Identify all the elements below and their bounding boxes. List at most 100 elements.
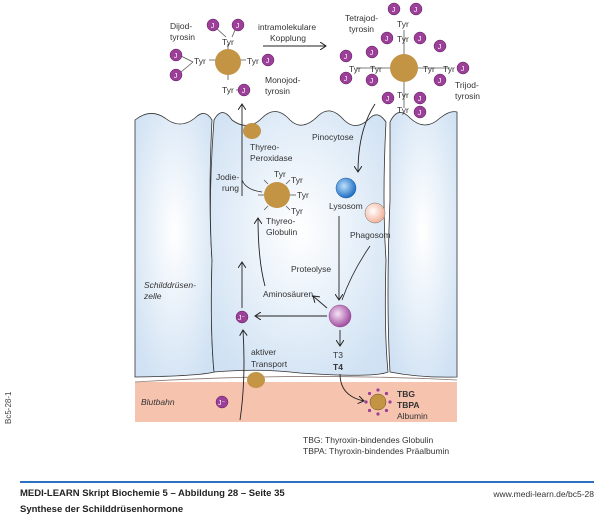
tyr-label: Tyr	[291, 175, 303, 185]
blutbahn-label: Blutbahn	[141, 397, 175, 407]
iodine-atom	[381, 91, 395, 105]
aktiver-transport-label-2: Transport	[251, 359, 288, 369]
lysosom-label: Lysosom	[329, 201, 363, 211]
dit-mit-globulin-group: Tyr Tyr Tyr Tyr Dijod- tyrosin Monojod- …	[170, 21, 301, 96]
aminosaeuren-label: Aminosäuren	[263, 289, 313, 299]
monojodtyrosin-label-1: Monojod-	[265, 75, 301, 85]
aktiver-transport-label-1: aktiver	[251, 347, 276, 357]
iodine-atom	[413, 31, 427, 45]
iodine-label: J	[418, 96, 422, 103]
schilddruesenzelle-label-2: zelle	[143, 291, 162, 301]
bound-hormone-dot	[384, 391, 389, 396]
iodine-atom	[413, 91, 427, 105]
t4-label: T4	[333, 362, 343, 372]
tyr-label: Tyr	[222, 37, 234, 47]
bound-hormone-dot	[384, 408, 389, 413]
iodine-label: J	[236, 23, 240, 30]
tyr-label: Tyr	[397, 34, 409, 44]
iodine-atom	[339, 71, 353, 85]
iodine-label: J	[438, 44, 442, 51]
iodine-label: J	[385, 36, 389, 43]
iodide-label: J⁻	[238, 315, 246, 322]
tyr-label: Tyr	[397, 90, 409, 100]
thyreo-peroxidase-enzyme	[243, 123, 261, 139]
iodine-label: J	[242, 88, 246, 95]
tyr-label: Tyr	[397, 19, 409, 29]
thyreoglobulin-label-2: Globulin	[266, 227, 297, 237]
iodine-atom	[169, 48, 183, 62]
bound-hormone-dot	[376, 388, 380, 392]
kopplung-label-1: intramolekulare	[258, 22, 316, 32]
iodide-ion-blood	[215, 395, 229, 409]
jodierung-label-2: rung	[222, 183, 239, 193]
proteolyse-label: Proteolyse	[291, 264, 331, 274]
iodine-label: J	[370, 78, 374, 85]
tetrajodtyrosin-label-2: tyrosin	[349, 24, 374, 34]
iodine-label: J	[414, 7, 418, 14]
bound-hormone-dot	[367, 408, 372, 413]
schilddruesenzelle-label-1: Schilddrüsen-	[144, 280, 196, 290]
iodine-label: J	[344, 76, 348, 83]
jodierung-label-1: Jodie-	[216, 172, 239, 182]
iodine-label: J	[344, 54, 348, 61]
albumin-label: Albumin	[397, 411, 428, 421]
iodine-label: J	[418, 36, 422, 43]
bound-hormone-dot	[364, 400, 368, 404]
footer-subtitle: Synthese der Schilddrüsenhormone	[20, 504, 184, 515]
coupled-globulin-group: Tyr Tyr Tyr Tyr Tyr Tyr Tyr Tyr Tetrajod…	[345, 13, 480, 115]
iodine-label: J	[174, 73, 178, 80]
legend-tbpa: TBPA: Thyroxin-bindendes Präalbumin	[303, 446, 449, 456]
iodine-label: J	[461, 66, 465, 73]
t3-label: T3	[333, 350, 343, 360]
iodine-atom	[231, 18, 245, 32]
iodine-label: J	[211, 23, 215, 30]
iodine-atom	[380, 31, 394, 45]
iodine-label: J	[392, 7, 396, 14]
legend-tbg: TBG: Thyroxin-bindendes Globulin	[303, 435, 434, 445]
proteolysis-vesicle	[328, 304, 352, 328]
peroxidase-label-1: Thyreo-	[250, 142, 279, 152]
tyr-label: Tyr	[349, 64, 361, 74]
thyreoglobulin-label-1: Thyreo-	[266, 216, 295, 226]
tyr-label: Tyr	[397, 105, 409, 115]
pinocytosis-arrow	[358, 103, 376, 172]
trijodtyrosin-label-2: tyrosin	[455, 91, 480, 101]
cell-center	[210, 110, 389, 376]
blood-stream-band	[135, 382, 457, 422]
iodine-atom	[237, 83, 251, 97]
dijodtyrosin-label-1: Dijod-	[170, 21, 192, 31]
tetrajodtyrosin-label-1: Tetrajod-	[345, 13, 378, 23]
bound-hormone-dot	[376, 412, 380, 416]
tbg-label: TBG	[397, 389, 415, 399]
iodine-label: J	[174, 53, 178, 60]
iodine-atom	[261, 53, 275, 67]
iodine-label: J	[418, 110, 422, 117]
tyr-label: Tyr	[291, 206, 303, 216]
thyreoglobulin-globule-top	[215, 49, 241, 75]
tyr-label: Tyr	[194, 56, 206, 66]
pinocytose-label: Pinocytose	[312, 132, 354, 142]
iodine-label: J	[386, 96, 390, 103]
carrier-protein-complex	[364, 388, 392, 416]
phagosom-label: Phagosom	[350, 230, 391, 240]
iodide-ion-cell	[235, 310, 249, 324]
kopplung-label-2: Kopplung	[270, 33, 306, 43]
iodine-label: J	[370, 50, 374, 57]
tyr-label: Tyr	[443, 64, 455, 74]
iodine-atom	[409, 2, 423, 16]
iodine-atom	[413, 105, 427, 119]
iodine-atom	[365, 73, 379, 87]
iodine-atom	[433, 73, 447, 87]
trijodtyrosin-label-1: Trijod-	[455, 80, 479, 90]
tbpa-label: TBPA	[397, 400, 420, 410]
cell-left	[134, 113, 215, 378]
iodine-label: J	[266, 58, 270, 65]
iodine-atom	[169, 68, 183, 82]
footer-title: MEDI-LEARN Skript Biochemie 5 – Abbildun…	[20, 488, 285, 499]
iodine-atom	[387, 2, 401, 16]
footer-rule	[20, 481, 594, 483]
footer-url[interactable]: www.medi-learn.de/bc5-28	[493, 489, 594, 499]
thyreoglobulin-globule-coupled	[390, 54, 418, 82]
tyr-label: Tyr	[274, 169, 286, 179]
